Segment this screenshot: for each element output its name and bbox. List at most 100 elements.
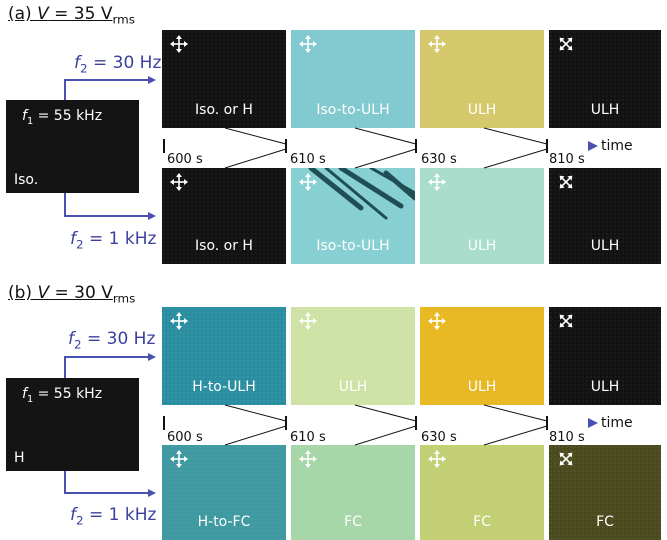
crossed-icon (170, 312, 188, 330)
panel-a-timeline-arrowhead (588, 141, 598, 151)
panel-a-upper-freq-sub: 2 (80, 61, 88, 76)
tile-state-label: ULH (338, 379, 368, 395)
panel-a-voltage-unit: rms (112, 12, 135, 27)
panel-b-lower-tile-3: FC (420, 445, 544, 540)
panel-a-upper-freq-value: = 30 Hz (87, 53, 162, 73)
defect-streak (308, 168, 364, 211)
panel-a-connector-up-1 (224, 127, 287, 145)
panel-b-upper-tile-2: ULH (291, 307, 415, 405)
panel-b-upper-tile-4: ULH (549, 307, 661, 405)
panel-a-connector-dn-1 (224, 148, 287, 169)
panel-a-f1-sub: 1 (26, 115, 34, 127)
panel-a-upper-tile-3: ULH (420, 30, 544, 128)
rotated-45-icon (559, 175, 573, 189)
panel-a-f1-var: f (22, 108, 27, 124)
panel-a-prefix: (a) (8, 4, 38, 24)
panel-b-voltage-value: = 30 V (49, 283, 113, 303)
panel-b-lower-tile-4: FC (549, 445, 661, 540)
panel-b-lower-frequency: f2 = 1 kHz (70, 505, 156, 527)
panel-b-f1-value: = 55 kHz (33, 386, 103, 402)
crossed-icon (170, 35, 188, 53)
crossed-icon (428, 450, 446, 468)
crossed-icon (299, 173, 317, 191)
panel-a-time-630: 630 s (421, 152, 457, 167)
rotated-45-icon (559, 314, 573, 328)
tile-state-label: H-to-FC (197, 514, 251, 530)
crossed-icon (428, 312, 446, 330)
panel-b-lower-freq-sub: 2 (76, 513, 84, 528)
panel-b-lower-tile-1: H-to-FC (162, 445, 286, 540)
defect-streak (338, 168, 404, 209)
tile-state-label: ULH (467, 238, 497, 254)
panel-b-upper-branch-arrow (64, 353, 156, 378)
crossed-icon (170, 173, 188, 191)
tile-state-label: ULH (590, 379, 620, 395)
panel-b-f1-label: f1 = 55 kHz (22, 386, 102, 405)
crossed-icon (299, 312, 317, 330)
panel-a-f1-value: = 55 kHz (33, 108, 103, 124)
panel-a-connector-dn-3 (483, 148, 548, 169)
tile-state-label: Iso-to-ULH (316, 102, 390, 118)
tile-state-label: Iso. or H (195, 102, 253, 118)
panel-b-voltage-unit: rms (112, 291, 136, 306)
tile-state-label: ULH (590, 238, 620, 254)
tile-state-label: FC (473, 514, 491, 530)
panel-a-connector-up-2 (354, 127, 417, 145)
panel-b-connector-dn-2 (354, 425, 417, 446)
panel-b-f1-sub: 1 (26, 393, 34, 405)
panel-b-upper-freq-var: f (68, 329, 74, 349)
panel-a-lower-tile-4: ULH (549, 168, 661, 264)
crossed-icon (170, 450, 188, 468)
tile-state-label: ULH (467, 102, 497, 118)
panel-b-connector-up-1 (224, 404, 287, 422)
panel-b-lower-tile-2: FC (291, 445, 415, 540)
panel-b-time-630: 630 s (421, 430, 457, 445)
crossed-icon (299, 35, 317, 53)
panel-a-source-state: Iso. (14, 172, 39, 188)
rotated-45-icon (559, 452, 573, 466)
panel-b-title: (b) V = 30 Vrms (8, 283, 135, 305)
panel-b-source-state: H (14, 450, 25, 466)
crossed-icon (428, 173, 446, 191)
panel-a-time-810: 810 s (549, 152, 585, 167)
panel-b-connector-up-2 (354, 404, 417, 422)
panel-a-connector-up-3 (483, 127, 548, 145)
panel-a-source-image: f1 = 55 kHz Iso. (6, 100, 139, 193)
panel-b-time-610: 610 s (290, 430, 326, 445)
tile-state-label: FC (344, 514, 362, 530)
panel-a-upper-tile-4: ULH (549, 30, 661, 128)
panel-a-time-610: 610 s (290, 152, 326, 167)
panel-b-timeline-arrowhead (588, 418, 598, 428)
tile-state-label: Iso. or H (195, 238, 253, 254)
panel-a-lower-tile-3: ULH (420, 168, 544, 264)
panel-a-upper-tile-1: Iso. or H (162, 30, 286, 128)
panel-a-upper-freq-var: f (74, 53, 80, 73)
panel-a-lower-branch-arrow (64, 193, 156, 220)
defect-streak (383, 170, 415, 201)
tile-state-label: ULH (467, 379, 497, 395)
defect-streaks (308, 168, 415, 220)
panel-a-f1-label: f1 = 55 kHz (22, 108, 102, 127)
tile-state-label: FC (596, 514, 614, 530)
panel-a-upper-tile-2: Iso-to-ULH (291, 30, 415, 128)
panel-a-lower-freq-sub: 2 (76, 237, 84, 252)
panel-b-source-image: f1 = 55 kHz H (6, 378, 139, 471)
panel-a-voltage-value: = 35 V (48, 4, 113, 24)
panel-a-lower-freq-var: f (70, 229, 76, 249)
panel-b-upper-frequency: f2 = 30 Hz (68, 329, 155, 351)
panel-b-connector-dn-3 (483, 425, 548, 446)
rotated-45-icon (559, 37, 573, 51)
panel-b-connector-up-3 (483, 404, 548, 422)
panel-b-f1-var: f (22, 386, 27, 402)
panel-b-upper-tile-1: H-to-ULH (162, 307, 286, 405)
panel-a-time-600: 600 s (167, 152, 203, 167)
panel-b-lower-branch-arrow (64, 471, 156, 497)
panel-a-connector-dn-2 (354, 148, 417, 169)
panel-a-lower-frequency: f2 = 1 kHz (70, 229, 156, 251)
tile-state-label: ULH (590, 102, 620, 118)
tile-state-label: Iso-to-ULH (316, 238, 390, 254)
panel-b-upper-freq-value: = 30 Hz (81, 329, 156, 349)
panel-b-time-810: 810 s (549, 430, 585, 445)
panel-b-upper-tile-3: ULH (420, 307, 544, 405)
panel-b-prefix: (b) (8, 283, 38, 303)
